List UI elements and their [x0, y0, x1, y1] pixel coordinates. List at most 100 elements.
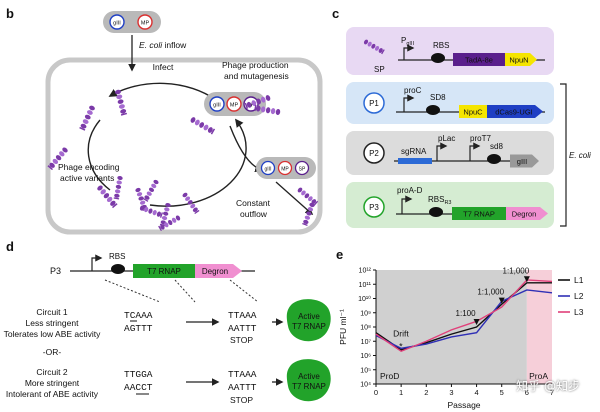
svg-text:dCas9-UGI: dCas9-UGI	[495, 108, 533, 117]
degron-gene	[506, 207, 548, 220]
mutagenesis-label: and mutagenesis	[224, 71, 289, 81]
d-degron-gene	[195, 264, 242, 278]
host-cell-middle: gIII MP SP	[204, 92, 266, 116]
x-tick-label: 5	[500, 388, 504, 397]
p3-rbs: RBSR3	[428, 195, 451, 206]
p3-construct: P3 proA-D RBSR3 T7 RNAP Degron	[346, 182, 554, 228]
circuit2-line2: More stringent	[25, 378, 80, 388]
host-cell-top: gIII MP	[103, 11, 161, 33]
phage-production-label: Phage production	[222, 60, 289, 70]
svg-text:T7 RNAP: T7 RNAP	[292, 322, 326, 331]
c2-seq-top: TTGGA	[124, 369, 153, 380]
region-proa	[526, 270, 552, 384]
circuit2-title: Circuit 2	[36, 367, 67, 377]
npun-gene	[505, 53, 537, 66]
sp-construct: SP PgIII RBS TadA-8e NpuN	[346, 27, 554, 75]
y-tick-label: 10⁶	[360, 353, 371, 360]
legend-label-l1: L1	[574, 275, 584, 285]
tada-gene	[453, 53, 505, 66]
host-cell-outflow: gIII MP SP	[256, 157, 316, 179]
c1-stop: STOP	[230, 335, 253, 345]
c1-seq-bottom: AGTTT	[124, 323, 153, 334]
svg-text:T7 RNAP: T7 RNAP	[147, 267, 181, 276]
p3-promoter: proA-D	[397, 186, 423, 195]
ecoli-label: E. coli	[569, 151, 591, 160]
y-tick-label: 10¹⁰	[358, 295, 371, 303]
region-label-proa: ProA	[529, 371, 548, 381]
p1-rbs: SD8	[430, 93, 446, 102]
legend-label-l3: L3	[574, 307, 584, 317]
x-tick-label: 6	[525, 388, 529, 397]
p1-construct: P1 proC SD8 NpuC dCas9-UGI	[346, 82, 554, 124]
d-t7-gene	[133, 264, 195, 278]
c2-seq-bottom: AACCT	[124, 382, 153, 393]
p2-tag: P2	[369, 149, 379, 158]
sgrna-element	[398, 158, 432, 164]
c1-result-bottom: AATTT	[228, 323, 257, 334]
mp-label: MP	[141, 21, 150, 27]
c1-result-top: TTAAA	[228, 310, 257, 321]
panel-d: d P3 RBS T7 RNAP Degron Circuit 1 Less s…	[4, 239, 331, 405]
annotation-label-3: 1:1,000	[503, 266, 530, 275]
plac-label: pLac	[438, 134, 455, 143]
p2-construct: P2 sgRNA pLac proT7 sd8 gIII	[346, 131, 554, 175]
annotation-drift-marker: *	[399, 341, 403, 351]
y-tick-label: 10⁴	[360, 382, 371, 389]
outflow-label: outflow	[240, 209, 268, 219]
svg-text:T7 RNAP: T7 RNAP	[292, 382, 326, 391]
c2-result-bottom: AATTT	[228, 382, 257, 393]
circuit1-line3: Tolerates low ABE activity	[4, 329, 102, 339]
svg-text:SP: SP	[299, 167, 306, 173]
x-tick-label: 4	[474, 388, 478, 397]
annotation-arrow-1	[473, 319, 480, 325]
svg-text:MP: MP	[230, 103, 239, 109]
annotation-drift: Drift	[393, 328, 409, 338]
panel-label-c: c	[332, 6, 339, 21]
svg-text:gIII: gIII	[517, 157, 527, 166]
or-label: -OR-	[43, 347, 62, 357]
svg-text:Degron: Degron	[202, 267, 228, 276]
d-rbs-label: RBS	[109, 252, 125, 261]
circuit1-title: Circuit 1	[36, 307, 67, 317]
svg-text:gIII: gIII	[265, 167, 272, 173]
svg-text:MP: MP	[281, 167, 289, 173]
sp-tag: SP	[374, 65, 385, 74]
panel-label-d: d	[6, 239, 14, 254]
legend-label-l2: L2	[574, 291, 584, 301]
series-line-l3	[375, 279, 553, 353]
ecoli-inflow-text: E. coli inflow	[139, 40, 187, 50]
circuit1-line2: Less stringent	[26, 318, 80, 328]
y-tick-label: 10⁹	[360, 310, 371, 317]
infect-label: Infect	[153, 62, 174, 72]
region-label-prod: ProD	[380, 371, 399, 381]
p1-promoter: proC	[404, 86, 422, 95]
series-line-l2	[375, 289, 553, 350]
region-prod	[376, 270, 527, 384]
annotation-label-1: 1:100	[456, 309, 477, 318]
t7-rnap-gene	[452, 207, 506, 220]
sd8-label: sd8	[490, 142, 503, 151]
sgrna-label: sgRNA	[401, 147, 427, 156]
giii-gene	[510, 154, 539, 168]
svg-text:T7 RNAP: T7 RNAP	[463, 210, 495, 219]
giii-label: gIII	[113, 21, 121, 27]
svg-text:gIII: gIII	[213, 103, 221, 109]
c2-stop: STOP	[230, 395, 253, 405]
svg-text:Active: Active	[298, 312, 320, 321]
x-axis-label: Passage	[447, 400, 480, 410]
x-tick-label: 0	[374, 388, 378, 397]
constant-label: Constant	[236, 198, 271, 208]
watermark: 知乎 @知步	[516, 379, 580, 393]
circuit2-line3: Intolerant of ABE activity	[6, 389, 99, 399]
annotation-arrow-3	[523, 276, 530, 283]
panel-label-b: b	[6, 6, 14, 21]
y-tick-label: 10⁵	[360, 367, 371, 374]
active-t7-blob-1: Active T7 RNAP	[286, 299, 331, 342]
svg-text:NpuC: NpuC	[463, 108, 483, 117]
cycle-left-arrow	[87, 119, 111, 191]
dcas9-gene	[487, 105, 543, 118]
prot7-label: proT7	[470, 134, 491, 143]
d-p3-label: P3	[50, 266, 61, 276]
